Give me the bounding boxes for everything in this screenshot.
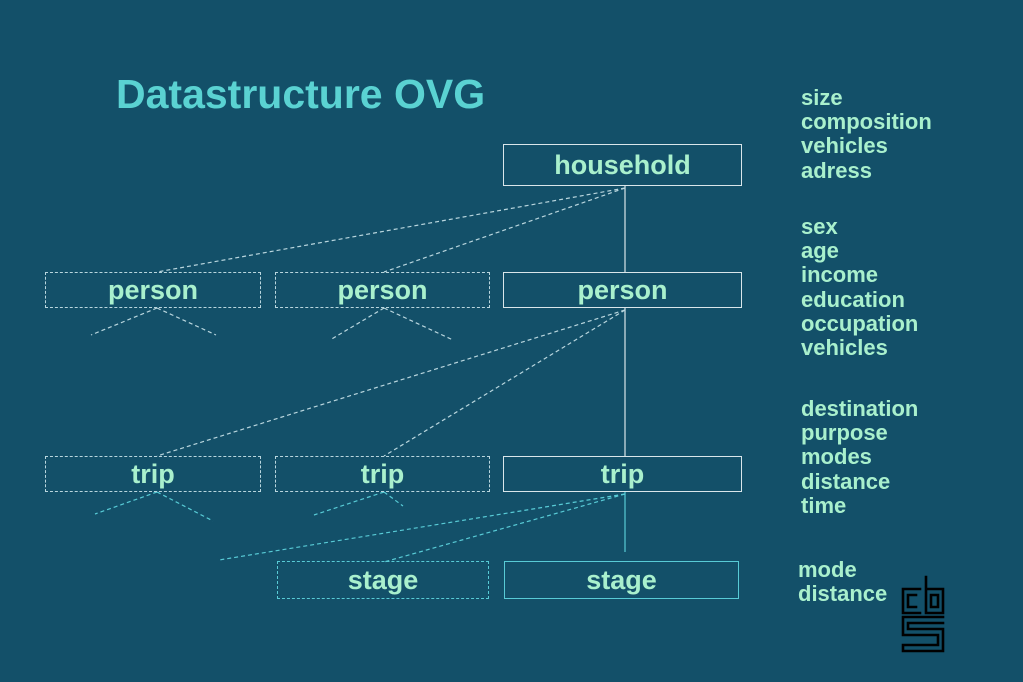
- household-attributes: size composition vehicles adress: [801, 85, 932, 183]
- trip-label: trip: [360, 458, 405, 489]
- connector-person-trip-1: [156, 309, 626, 457]
- attribute-item: age: [801, 238, 839, 264]
- connector-household-person-2: [383, 187, 626, 273]
- attribute-item: purpose: [801, 420, 888, 446]
- page-title: Datastructure OVG: [116, 71, 486, 117]
- stage-label: stage: [347, 564, 419, 595]
- stage-label: stage: [586, 564, 657, 595]
- stage-node-2: stage: [504, 561, 739, 599]
- fan-trip-1-left: [94, 491, 158, 515]
- attribute-item: destination: [801, 396, 919, 421]
- trip-node-3: trip: [503, 456, 742, 492]
- person-node-2: person: [275, 272, 490, 308]
- household-node: household: [503, 144, 742, 186]
- attribute-item: vehicles: [801, 335, 888, 361]
- person-label: person: [337, 274, 428, 305]
- fan-person-1-right: [156, 307, 217, 336]
- connector-household-person-1: [156, 187, 626, 273]
- fan-person-2-right: [383, 307, 454, 341]
- fan-trip-2-left: [313, 491, 385, 516]
- attribute-item: size: [801, 85, 843, 110]
- stage-attributes: mode distance: [798, 557, 888, 607]
- fan-person-2-left: [329, 307, 385, 341]
- trip-node-2: trip: [275, 456, 490, 492]
- person-node-1: person: [45, 272, 261, 308]
- household-label: household: [554, 149, 691, 180]
- person-node-3: person: [503, 272, 742, 308]
- trip-attributes: destination purpose modes distance time: [801, 396, 919, 518]
- attribute-item: composition: [801, 109, 932, 135]
- attribute-item: education: [801, 286, 905, 312]
- attribute-item: distance: [798, 581, 888, 607]
- person-attributes: sex age income education occupation vehi…: [801, 214, 919, 361]
- stage-node-1: stage: [277, 561, 489, 599]
- attribute-item: sex: [801, 214, 838, 239]
- attribute-item: mode: [798, 557, 857, 582]
- attribute-item: occupation: [801, 310, 919, 336]
- attribute-item: vehicles: [801, 133, 888, 159]
- fan-trip-2-right: [383, 491, 404, 507]
- attribute-item: income: [801, 262, 879, 288]
- connector-trip-stage-2: [383, 493, 626, 563]
- fan-person-1-left: [90, 307, 158, 336]
- person-label: person: [577, 274, 668, 305]
- connector-trip-stage-1: [218, 493, 626, 561]
- trip-node-1: trip: [45, 456, 261, 492]
- attribute-item: time: [801, 492, 847, 518]
- trip-label: trip: [600, 458, 645, 489]
- fan-trip-1-right: [156, 491, 214, 522]
- cbs-logo-icon: [901, 575, 945, 653]
- connector-person-trip-2: [383, 309, 626, 457]
- attribute-item: modes: [801, 444, 872, 470]
- trip-label: trip: [131, 458, 175, 489]
- attribute-item: adress: [801, 157, 872, 183]
- attribute-item: distance: [801, 468, 891, 494]
- person-label: person: [107, 274, 199, 305]
